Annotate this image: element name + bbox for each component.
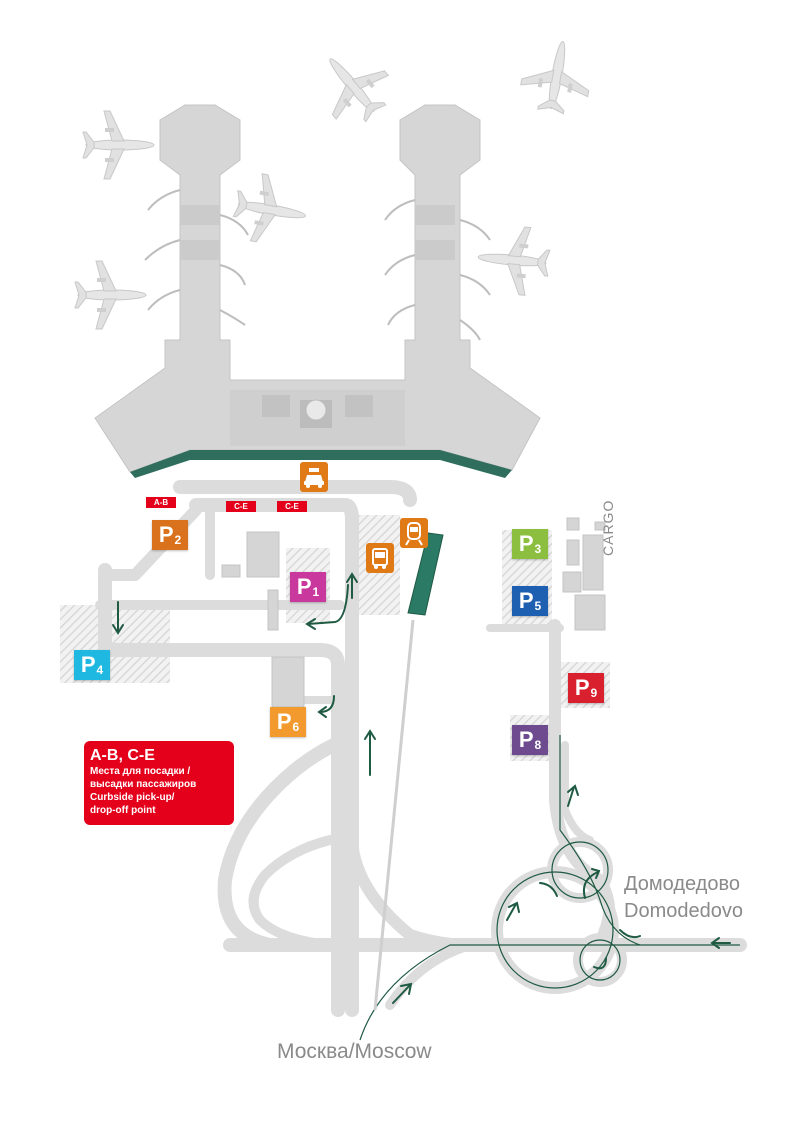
parking-badge-p9: P9 (568, 673, 604, 703)
parking-badge-p1: P1 (290, 572, 326, 602)
parking-letter: P (296, 574, 312, 599)
parking-number: 5 (534, 599, 542, 613)
parking-badge-p6: P6 (270, 707, 306, 737)
cargo-label: CARGO (600, 499, 616, 556)
parking-letter: P (80, 652, 96, 677)
curbside-legend: A-B, C-E Места для посадки / высадки пас… (84, 741, 234, 825)
zone-tag-ce: C-E (277, 501, 307, 512)
parking-badge-p5: P5 (512, 586, 548, 616)
parking-letter: P (518, 727, 534, 752)
airplane-icon (82, 110, 155, 180)
parking-number: 1 (312, 585, 320, 599)
legend-line: drop-off point (90, 805, 156, 816)
airplane-icon (74, 260, 147, 330)
parking-letter: P (518, 531, 534, 556)
legend-line: Curbside pick-up/ (90, 792, 175, 803)
train-icon (400, 518, 428, 548)
parking-badge-p2: P2 (152, 520, 188, 550)
direction-arrows (112, 572, 731, 1004)
zone-tag-ab: A-B (146, 497, 176, 508)
legend-line: Места для посадки / (90, 766, 191, 777)
taxi-icon (300, 462, 328, 492)
airplane-icon (303, 36, 403, 136)
legend-line: высадки пассажиров (90, 779, 197, 790)
service-buildings (221, 517, 606, 708)
parking-number: 2 (174, 533, 182, 547)
parking-number: 6 (292, 720, 300, 734)
destination-moscow: Москва/Moscow (277, 1040, 432, 1063)
bus-icon (366, 543, 394, 573)
parking-badge-p3: P3 (512, 529, 548, 559)
parking-badge-p4: P4 (74, 650, 110, 680)
parking-number: 3 (534, 542, 542, 556)
parking-number: 9 (590, 686, 598, 700)
airplane-icon (229, 169, 312, 250)
parking-badge-p8: P8 (512, 725, 548, 755)
legend-title: A-B, C-E (90, 747, 155, 764)
zone-tag-ce: C-E (226, 501, 256, 512)
parking-letter: P (158, 522, 174, 547)
parking-letter: P (518, 588, 534, 613)
terminal-building (94, 104, 541, 478)
destination-domodedovo-en: Domodedovo (624, 900, 743, 922)
rail-line (373, 532, 444, 1011)
parking-number: 4 (96, 663, 104, 677)
parking-letter: P (276, 709, 292, 734)
parking-letter: P (574, 675, 590, 700)
airplane-icon (516, 35, 597, 118)
destination-domodedovo-ru: Домодедово (624, 873, 740, 895)
road-centerlines (359, 735, 740, 1041)
parking-number: 8 (534, 738, 542, 752)
